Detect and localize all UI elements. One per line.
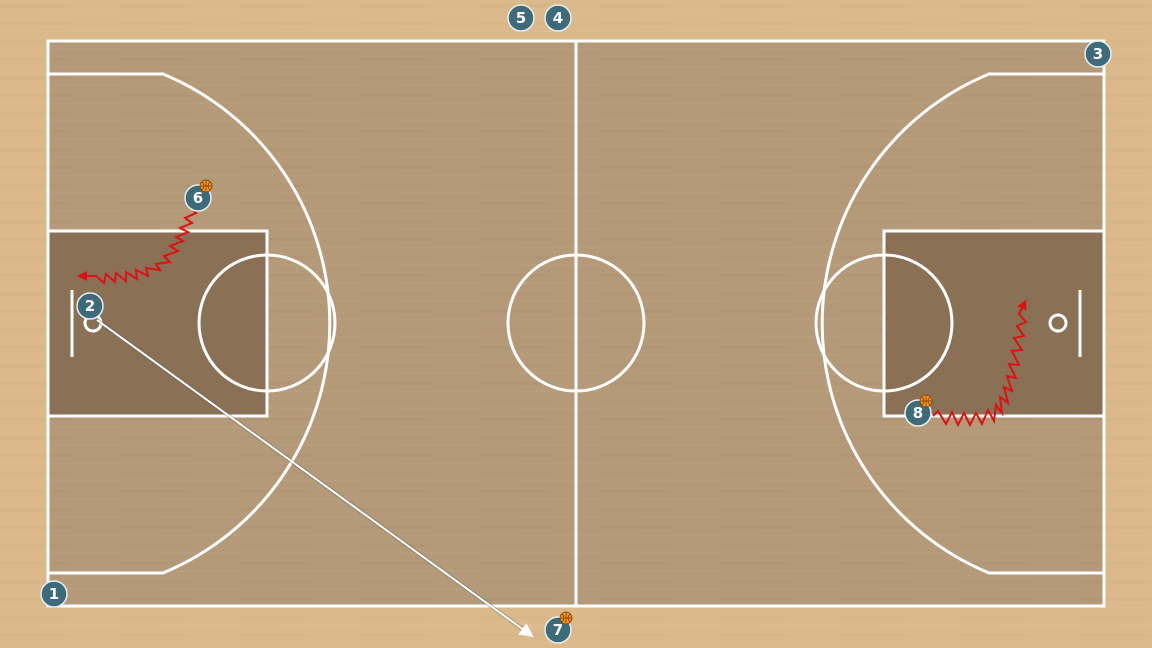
player-1[interactable]: 1: [40, 580, 68, 608]
right-three-point-line: [820, 72, 1104, 575]
player-6[interactable]: 6: [184, 179, 213, 212]
left-key-outline: [46, 229, 269, 418]
player-3-label: 3: [1093, 45, 1103, 63]
left-three-point-line: [48, 72, 332, 575]
players: 1 2 3 4 5 6 7 8: [40, 4, 1112, 644]
dribble-zigzag-arrow-icon: [77, 209, 198, 285]
player-3[interactable]: 3: [1084, 40, 1112, 68]
player-8[interactable]: 8: [904, 394, 933, 427]
player-4[interactable]: 4: [544, 4, 572, 32]
basketball-icon: [199, 179, 213, 193]
right-free-throw-circle: [814, 253, 954, 393]
player-1-label: 1: [49, 585, 59, 603]
play-actions: [77, 209, 1028, 638]
player-5[interactable]: 5: [507, 4, 535, 32]
dribble-zigzag-arrow-icon: [932, 299, 1028, 428]
player-7[interactable]: 7: [544, 611, 573, 644]
player-4-label: 4: [553, 9, 563, 27]
right-rim: [1048, 313, 1068, 333]
left-paint: [48, 231, 267, 416]
player-8-label: 8: [913, 404, 923, 422]
player-2[interactable]: 2: [76, 292, 104, 320]
left-free-throw-circle: [197, 253, 337, 393]
player-7-label: 7: [553, 621, 563, 639]
center-circle: [506, 253, 646, 393]
basketball-icon: [919, 394, 933, 408]
basketball-icon: [559, 611, 573, 625]
pass-arrow-icon: [96, 319, 534, 638]
player-6-label: 6: [193, 189, 203, 207]
player-5-label: 5: [516, 9, 526, 27]
player-2-label: 2: [85, 297, 95, 315]
right-paint: [884, 231, 1104, 416]
